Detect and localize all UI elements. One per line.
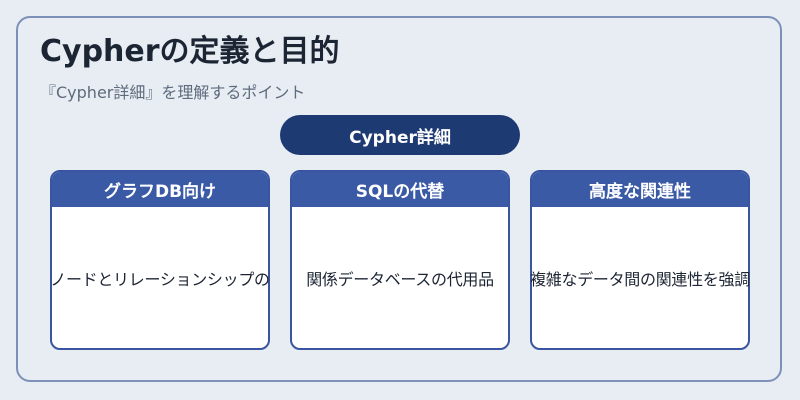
- card-body: ノードとリレーションシップの: [46, 207, 274, 348]
- center-node-label: Cypher詳細: [349, 127, 451, 148]
- card-title: グラフDB向け: [103, 182, 217, 202]
- card-graph-db: グラフDB向け ノードとリレーションシップの: [50, 170, 270, 350]
- card-body: 複雑なデータ間の関連性を強調: [526, 207, 754, 348]
- card-title: 高度な関連性: [589, 182, 691, 202]
- card-body: 関係データベースの代用品: [286, 207, 514, 348]
- card-advanced-relations: 高度な関連性 複雑なデータ間の関連性を強調: [530, 170, 750, 350]
- card-sql-alternative: SQLの代替 関係データベースの代用品: [290, 170, 510, 350]
- page-title: Cypherの定義と目的: [40, 34, 340, 69]
- center-node: Cypher詳細: [280, 115, 520, 155]
- card-header: グラフDB向け: [52, 172, 268, 207]
- card-text: ノードとリレーションシップの: [50, 269, 270, 289]
- page-subtitle: 『Cypher詳細』を理解するポイント: [40, 83, 306, 102]
- card-header: SQLの代替: [292, 172, 508, 207]
- card-text: 複雑なデータ間の関連性を強調: [530, 269, 750, 289]
- card-title: SQLの代替: [355, 182, 445, 202]
- card-text: 関係データベースの代用品: [306, 269, 494, 289]
- card-header: 高度な関連性: [532, 172, 748, 207]
